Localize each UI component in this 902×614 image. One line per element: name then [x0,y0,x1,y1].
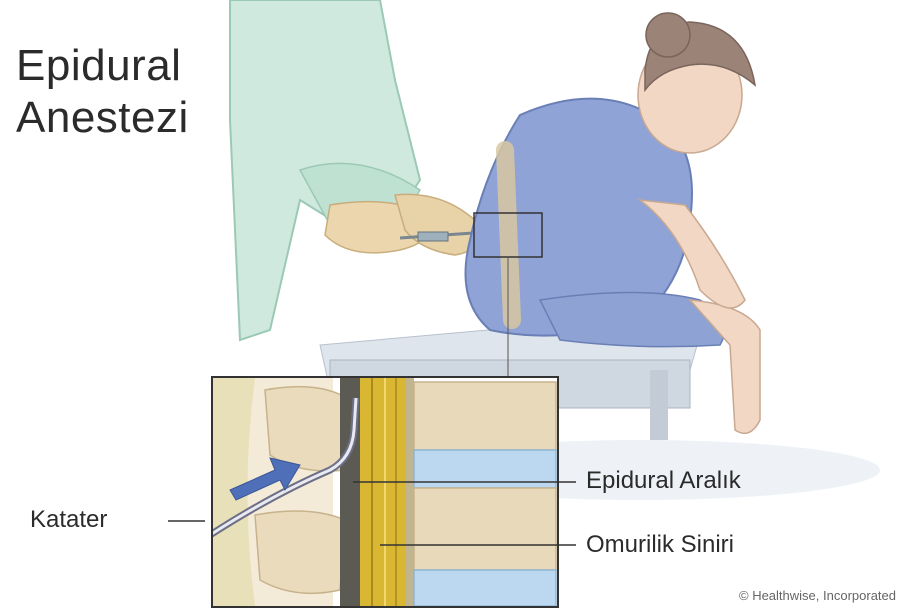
title-line-1: Epidural [16,40,189,92]
label-spinal-nerve: Omurilik Siniri [586,531,734,559]
title-line-2: Anestezi [16,92,189,144]
label-epidural-space: Epidural Aralık [586,467,741,495]
copyright-text: © Healthwise, Incorporated [739,588,896,603]
doctor-arm [230,0,481,340]
page-title: Epidural Anestezi [16,40,189,144]
spine-inset [180,377,558,607]
label-catheter: Katater [30,506,107,534]
